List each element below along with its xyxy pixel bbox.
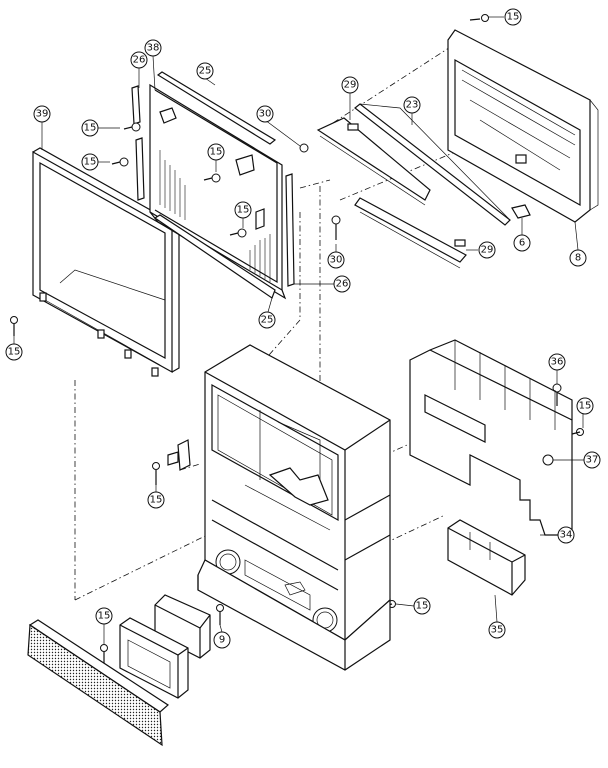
callout-6: 6	[513, 234, 531, 252]
screw-icon	[10, 316, 18, 336]
callout-36: 36	[548, 353, 566, 371]
callout-15-lowleft: 15	[95, 607, 113, 625]
svg-text:15: 15	[84, 157, 97, 168]
svg-text:29: 29	[344, 80, 357, 91]
leader-lines	[13, 16, 584, 644]
screw-icon	[203, 173, 221, 183]
svg-text:15: 15	[416, 601, 429, 612]
rear-cover-part-8	[447, 29, 599, 223]
screw-icon	[331, 215, 341, 240]
trim-strips-25-26	[131, 71, 295, 299]
callout-15-d: 15	[234, 201, 252, 219]
screw-icon	[152, 462, 160, 485]
svg-text:15: 15	[8, 347, 21, 358]
screen-frame-part-39	[32, 147, 181, 377]
svg-text:36: 36	[551, 357, 564, 368]
callout-8: 8	[569, 249, 587, 267]
callout-23: 23	[403, 96, 421, 114]
screw-icon	[469, 14, 489, 22]
svg-text:9: 9	[219, 635, 225, 646]
callout-15-right: 15	[576, 397, 594, 415]
svg-text:25: 25	[261, 315, 274, 326]
svg-text:30: 30	[259, 109, 272, 120]
svg-text:15: 15	[579, 401, 592, 412]
screen-panel-part-38	[149, 83, 287, 300]
callout-25-bot: 25	[258, 311, 276, 329]
callout-15-left: 15	[5, 343, 23, 361]
rear-board-part-34	[409, 339, 573, 536]
callout-labels: 15 26 38 25 39 15 15 15 15 30 29 23 30 2…	[5, 8, 601, 649]
svg-text:15: 15	[150, 495, 163, 506]
svg-text:29: 29	[481, 245, 494, 256]
svg-text:15: 15	[210, 147, 223, 158]
callout-38: 38	[144, 39, 162, 57]
screw-icon	[123, 122, 141, 132]
callout-9: 9	[213, 631, 231, 649]
callout-15-b: 15	[81, 153, 99, 171]
callout-15-mid: 15	[147, 491, 165, 509]
mirror-part-23	[316, 103, 511, 269]
screw-icon	[100, 644, 108, 664]
speaker-grille	[27, 619, 169, 747]
svg-text:26: 26	[133, 55, 146, 66]
svg-text:26: 26	[336, 279, 349, 290]
callout-29-bot: 29	[478, 241, 496, 259]
main-cabinet	[167, 344, 391, 671]
callout-15-lowright: 15	[413, 597, 431, 615]
callout-29-top: 29	[341, 76, 359, 94]
screw-icon	[552, 383, 562, 406]
screw-icon	[229, 228, 247, 238]
svg-text:38: 38	[147, 43, 160, 54]
svg-text:34: 34	[560, 530, 573, 541]
svg-text:23: 23	[406, 100, 419, 111]
screw-icon	[299, 143, 309, 153]
screw-icon	[571, 428, 584, 436]
callout-15-a: 15	[81, 119, 99, 137]
svg-text:39: 39	[36, 109, 49, 120]
svg-text:35: 35	[491, 625, 504, 636]
callout-30-a: 30	[256, 105, 274, 123]
speaker-box-part-9	[119, 594, 211, 699]
svg-text:15: 15	[237, 205, 250, 216]
svg-text:15: 15	[98, 611, 111, 622]
callout-15-top: 15	[504, 8, 522, 26]
callout-34: 34	[557, 526, 575, 544]
svg-text:8: 8	[575, 253, 581, 264]
callout-35: 35	[488, 621, 506, 639]
callout-15-c: 15	[207, 143, 225, 161]
callout-30-b: 30	[327, 251, 345, 269]
svg-text:15: 15	[507, 12, 520, 23]
callout-25-top: 25	[196, 62, 214, 80]
svg-text:15: 15	[84, 123, 97, 134]
svg-text:25: 25	[199, 66, 212, 77]
screw-icon	[111, 157, 129, 167]
svg-text:30: 30	[330, 255, 343, 266]
callout-37: 37	[583, 451, 601, 469]
callout-26-top: 26	[130, 51, 148, 69]
svg-text:6: 6	[519, 238, 525, 249]
screw-icon	[216, 604, 224, 625]
callout-39: 39	[33, 105, 51, 123]
sub-board-part-35	[447, 519, 526, 596]
callout-26-bot: 26	[333, 275, 351, 293]
svg-text:37: 37	[586, 455, 599, 466]
